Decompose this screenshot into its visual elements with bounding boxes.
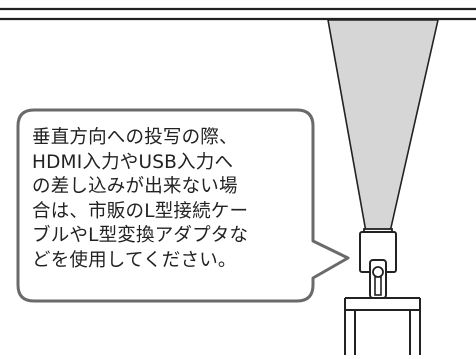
callout-line-5: ブルやL型変換アダプタな	[32, 225, 249, 246]
projection-beam	[327, 19, 439, 233]
callout-line-4: 合は、市販のL型接続ケー	[32, 200, 249, 222]
callout-text: 垂直方向への投写の際、 HDMI入力やUSB入力へ の差し込みが出来ない場 合は…	[32, 126, 312, 273]
callout-line-3: の差し込みが出来ない場	[32, 176, 238, 197]
callout-line-2: HDMI入力やUSB入力へ	[32, 151, 234, 173]
mount-bracket-icon	[369, 259, 387, 299]
stand-icon	[344, 297, 421, 355]
speech-bubble	[16, 108, 350, 303]
callout-line-6: どを使用してください。	[32, 249, 237, 271]
callout-line-1: 垂直方向への投写の際、	[32, 127, 238, 148]
